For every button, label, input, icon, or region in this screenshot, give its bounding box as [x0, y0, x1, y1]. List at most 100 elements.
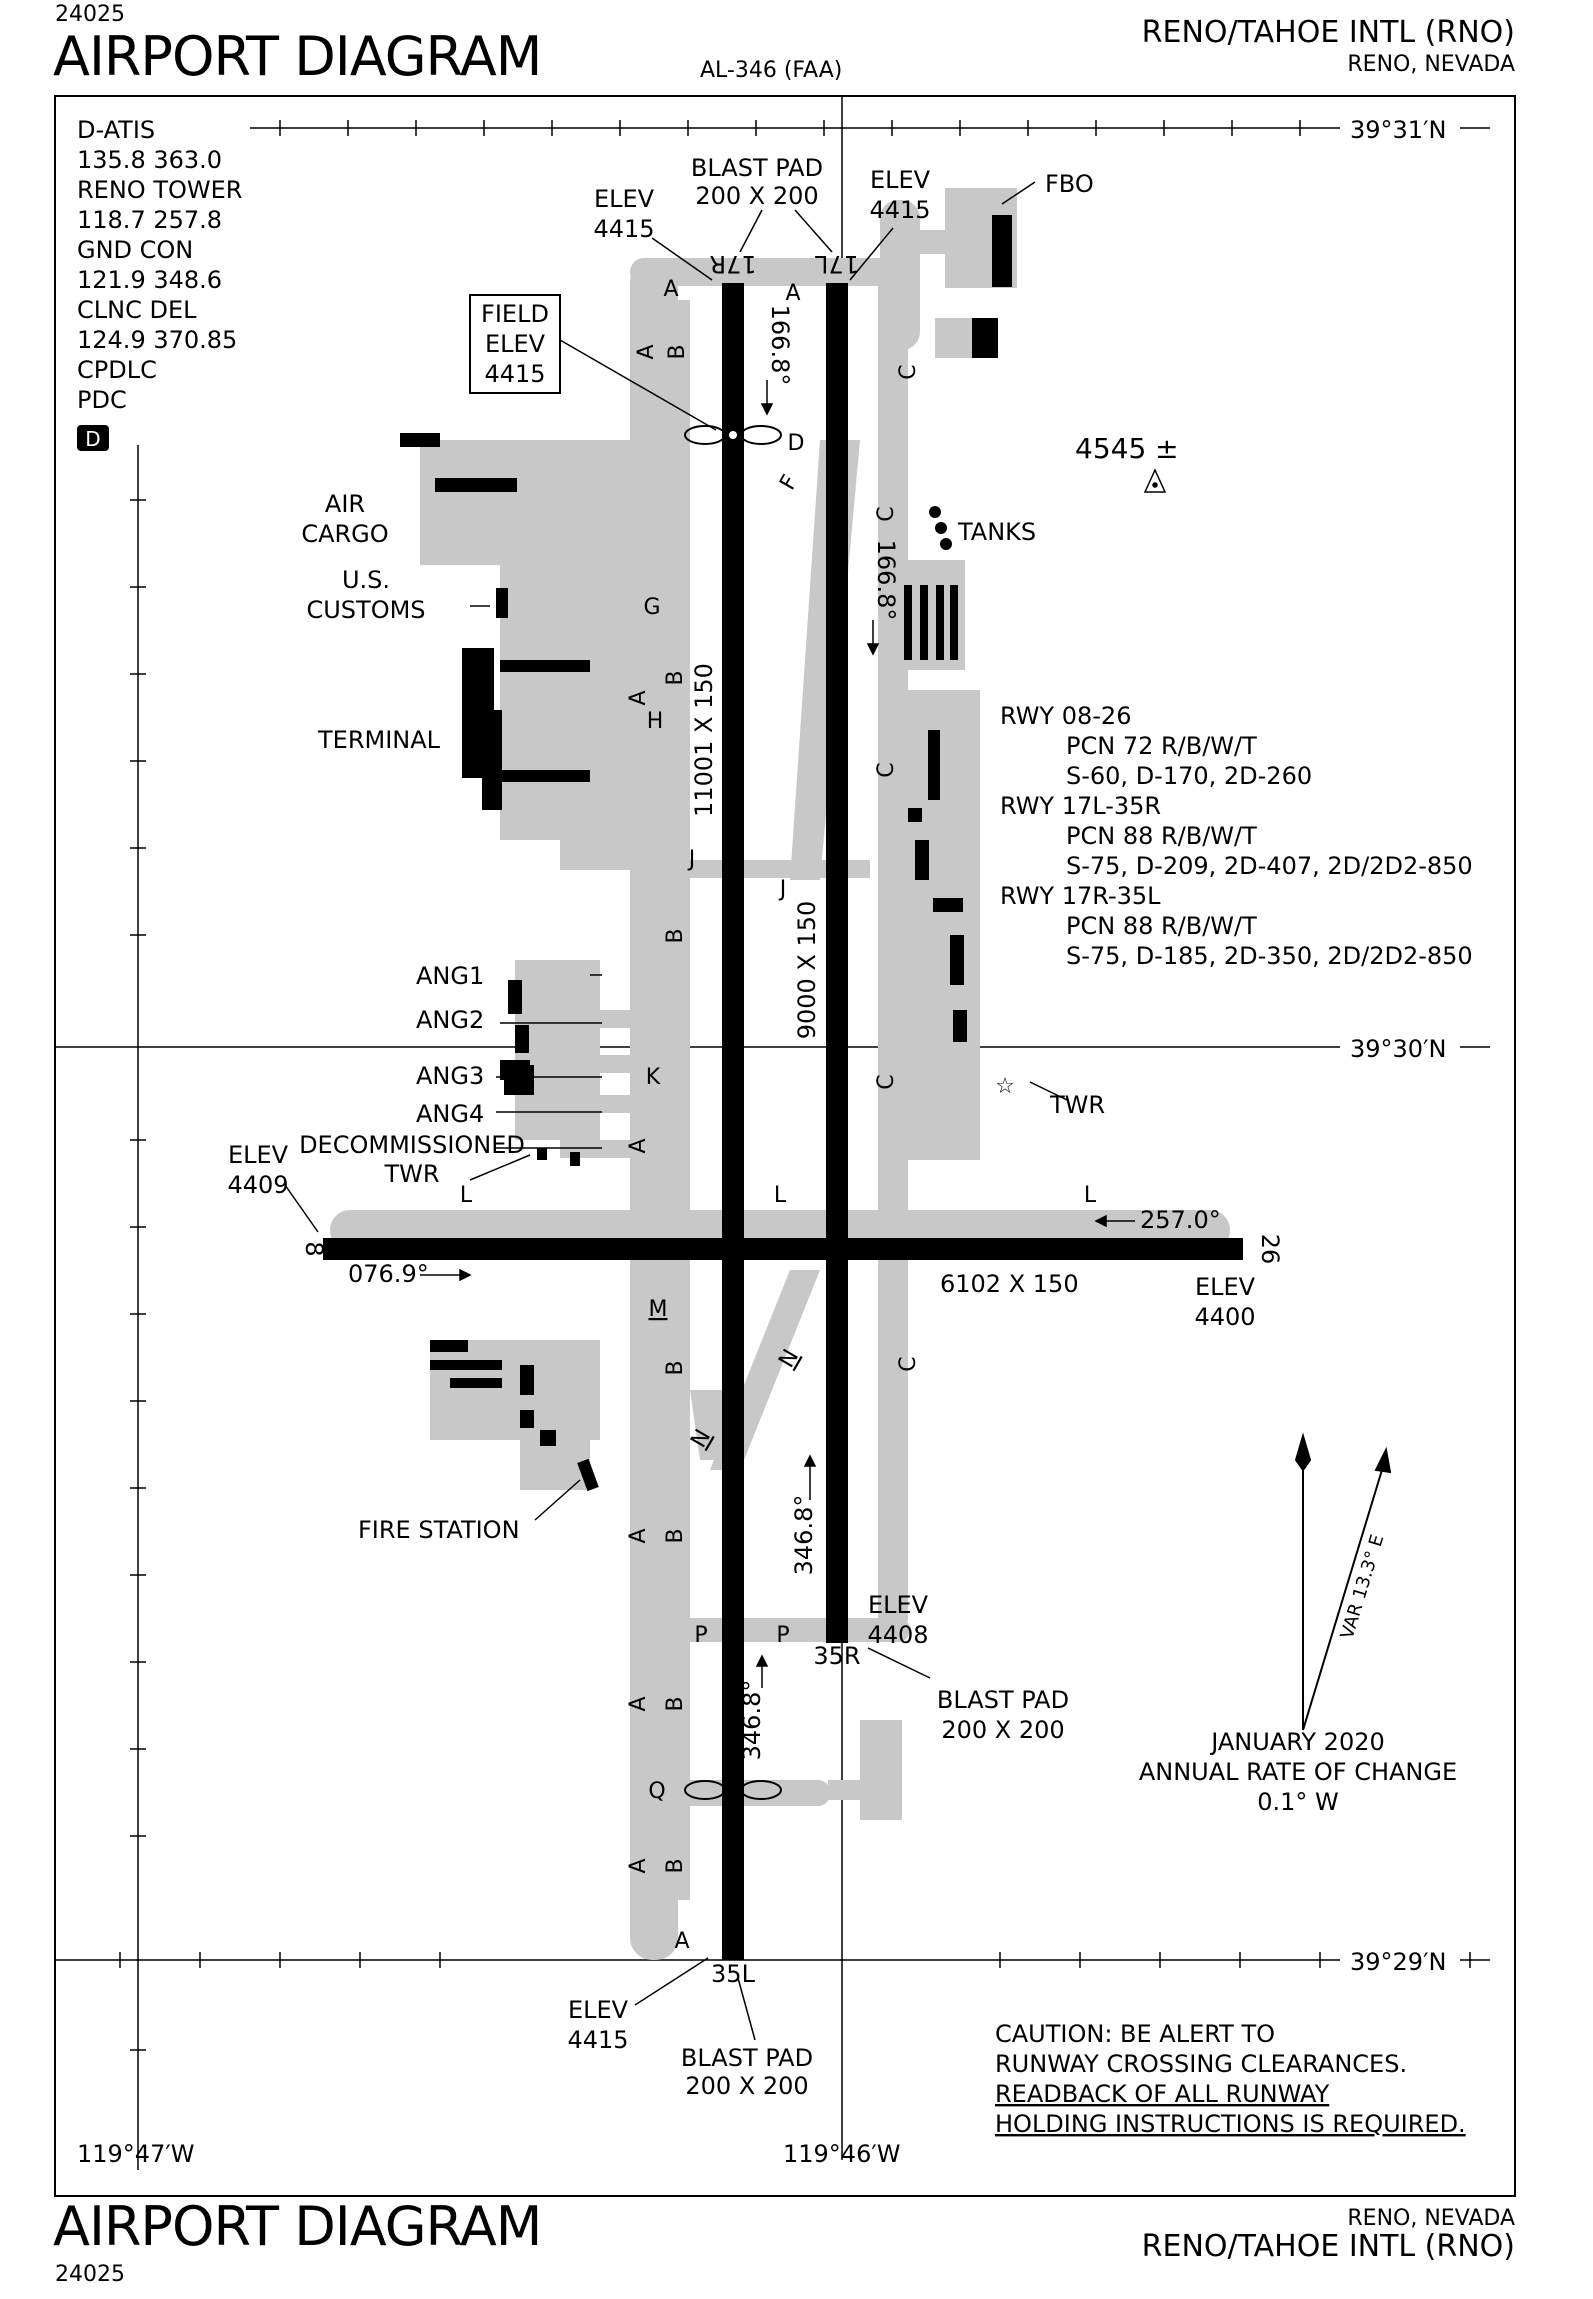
ang1-label: ANG1	[416, 962, 484, 990]
air-cargo-label-2: CARGO	[301, 520, 388, 548]
ang4-label: ANG4	[416, 1100, 484, 1128]
hdg-08: 076.9°	[348, 1260, 429, 1288]
runway-data-block: RWY 08-26 PCN 72 R/B/W/T S-60, D-170, 2D…	[1000, 702, 1473, 970]
twy-j-label: J	[687, 847, 696, 872]
rwy3-name: RWY 17R-35L	[1000, 882, 1161, 910]
twy-c-label: C	[874, 762, 899, 777]
rwy3-pcn: PCN 88 R/B/W/T	[1066, 912, 1257, 940]
ang3-label: ANG3	[416, 1062, 484, 1090]
grid-ticks	[119, 120, 1471, 2051]
freq-line-7: CLNC DEL	[77, 296, 197, 324]
facility-labels: FBO TANKS AIR CARGO U.S. CUSTOMS TERMINA…	[299, 170, 1105, 1544]
runway-17r-35l	[722, 283, 744, 1960]
customs-label-2: CUSTOMS	[306, 596, 425, 624]
air-cargo-label-1: AIR	[325, 490, 365, 518]
twy-a-label: A	[674, 1929, 689, 1954]
twy-a-label: A	[626, 1138, 651, 1153]
elev-17r-value: 4415	[593, 215, 654, 243]
twy-k-label: K	[646, 1065, 661, 1090]
twy-p-label: P	[776, 1623, 789, 1648]
elev-26-label: ELEV	[1195, 1273, 1256, 1301]
terrain-symbol	[1143, 468, 1167, 493]
twy-q-label: Q	[648, 1779, 665, 1804]
caution-line-2: RUNWAY CROSSING CLEARANCES.	[995, 2050, 1407, 2078]
hdg-17l: 166.8°	[872, 540, 900, 621]
elev-08-label: ELEV	[228, 1141, 289, 1169]
rwy2-gear: S-75, D-209, 2D-407, 2D/2D2-850	[1066, 852, 1473, 880]
twy-a-label: A	[626, 690, 651, 705]
blast-pad-35l-size: 200 X 200	[685, 2072, 808, 2100]
twy-b-label: B	[663, 670, 688, 685]
lon-left: 119°47′W	[77, 2140, 195, 2168]
north-connector	[630, 258, 910, 286]
field-elev-line2: ELEV	[485, 330, 546, 358]
rwy1-pcn: PCN 72 R/B/W/T	[1066, 732, 1257, 760]
procedure-id: AL-346 (FAA)	[700, 58, 843, 83]
runway-08-26	[323, 1238, 1243, 1260]
rwy-08-dim: 6102 X 150	[940, 1270, 1079, 1298]
fire-station-label: FIRE STATION	[358, 1516, 520, 1544]
rwy-17r-dim: 11001 X 150	[690, 663, 718, 817]
twy-a-label: A	[634, 344, 659, 359]
freq-line-1: D-ATIS	[77, 116, 155, 144]
datalink-badge-text: D	[85, 427, 100, 451]
lat-top: 39°31′N	[1350, 116, 1446, 144]
frequency-block: D-ATIS 135.8 363.0 RENO TOWER 118.7 257.…	[77, 116, 242, 414]
footer-chart-number: 24025	[55, 2262, 125, 2287]
twy-b-label: B	[663, 1528, 688, 1543]
north-arrow	[1294, 1432, 1392, 1731]
freq-line-6: 121.9 348.6	[77, 266, 222, 294]
elev-17l-label: ELEV	[870, 166, 931, 194]
taxiway-labels: A A A B C D F C G A B H C J J B K C A L …	[460, 277, 1097, 1954]
runways	[323, 283, 1243, 1960]
magnetic-change-note: JANUARY 2020 ANNUAL RATE OF CHANGE 0.1° …	[1139, 1728, 1457, 1816]
field-elev-leader	[559, 339, 717, 431]
freq-line-8: 124.9 370.85	[77, 326, 237, 354]
coordinate-labels: 39°31′N 39°30′N 39°29′N 119°47′W 119°46′…	[77, 116, 1446, 2168]
twy-a-label: A	[626, 1528, 651, 1543]
caution-line-1: CAUTION: BE ALERT TO	[995, 2020, 1275, 2048]
elev-17r-label: ELEV	[594, 185, 655, 213]
chart-number: 24025	[55, 2, 125, 27]
twy-g-label: G	[643, 595, 660, 620]
magnetic-date: JANUARY 2020	[1209, 1728, 1385, 1756]
twy-a-label: A	[785, 281, 800, 306]
twy-l-label: L	[774, 1183, 787, 1208]
footer-location: RENO, NEVADA	[1347, 2206, 1515, 2231]
rwy2-name: RWY 17L-35R	[1000, 792, 1161, 820]
twy-b-label: B	[663, 1696, 688, 1711]
elev-35l-value: 4415	[567, 2026, 628, 2054]
freq-line-4: 118.7 257.8	[77, 206, 222, 234]
blast-pad-north-size: 200 X 200	[695, 182, 818, 210]
hdg-35r: 346.8°	[790, 1495, 818, 1576]
elevation-labels: ELEV 4415 ELEV 4415 ELEV 4409 ELEV 4400 …	[227, 166, 1255, 2054]
twy-p-label: P	[694, 1623, 707, 1648]
twy-h-label: H	[647, 709, 664, 734]
hdg-35l: 346.8°	[738, 1680, 766, 1761]
freq-line-10: PDC	[77, 386, 127, 414]
magnetic-change-rate: 0.1° W	[1257, 1788, 1339, 1816]
blast-pad-35r-size: 200 X 200	[941, 1716, 1064, 1744]
twy-a-label: A	[663, 277, 678, 302]
twy-a-label: A	[626, 1696, 651, 1711]
twy-c-label: C	[896, 1356, 921, 1371]
tanks-label: TANKS	[957, 518, 1036, 546]
caution-note: CAUTION: BE ALERT TO RUNWAY CROSSING CLE…	[995, 2020, 1466, 2138]
field-elev-line1: FIELD	[481, 300, 549, 328]
twy-b-label: B	[665, 344, 690, 359]
twy-c-label: C	[896, 364, 921, 379]
rwy-17l-dim: 9000 X 150	[793, 901, 821, 1040]
blast-pad-north-label: BLAST PAD	[691, 154, 823, 182]
blast-pad-35l-label: BLAST PAD	[681, 2044, 813, 2072]
rwy1-name: RWY 08-26	[1000, 702, 1131, 730]
rwy-35r-label: 35R	[813, 1642, 860, 1670]
freq-line-5: GND CON	[77, 236, 193, 264]
lat-bottom: 39°29′N	[1350, 1948, 1446, 1976]
fbo-label: FBO	[1045, 170, 1094, 198]
field-elev-box	[469, 294, 561, 394]
freq-line-9: CPDLC	[77, 356, 157, 384]
map-frame	[54, 95, 1516, 2197]
twy-b-label: B	[663, 1360, 688, 1375]
twy-l-label: L	[1084, 1183, 1097, 1208]
